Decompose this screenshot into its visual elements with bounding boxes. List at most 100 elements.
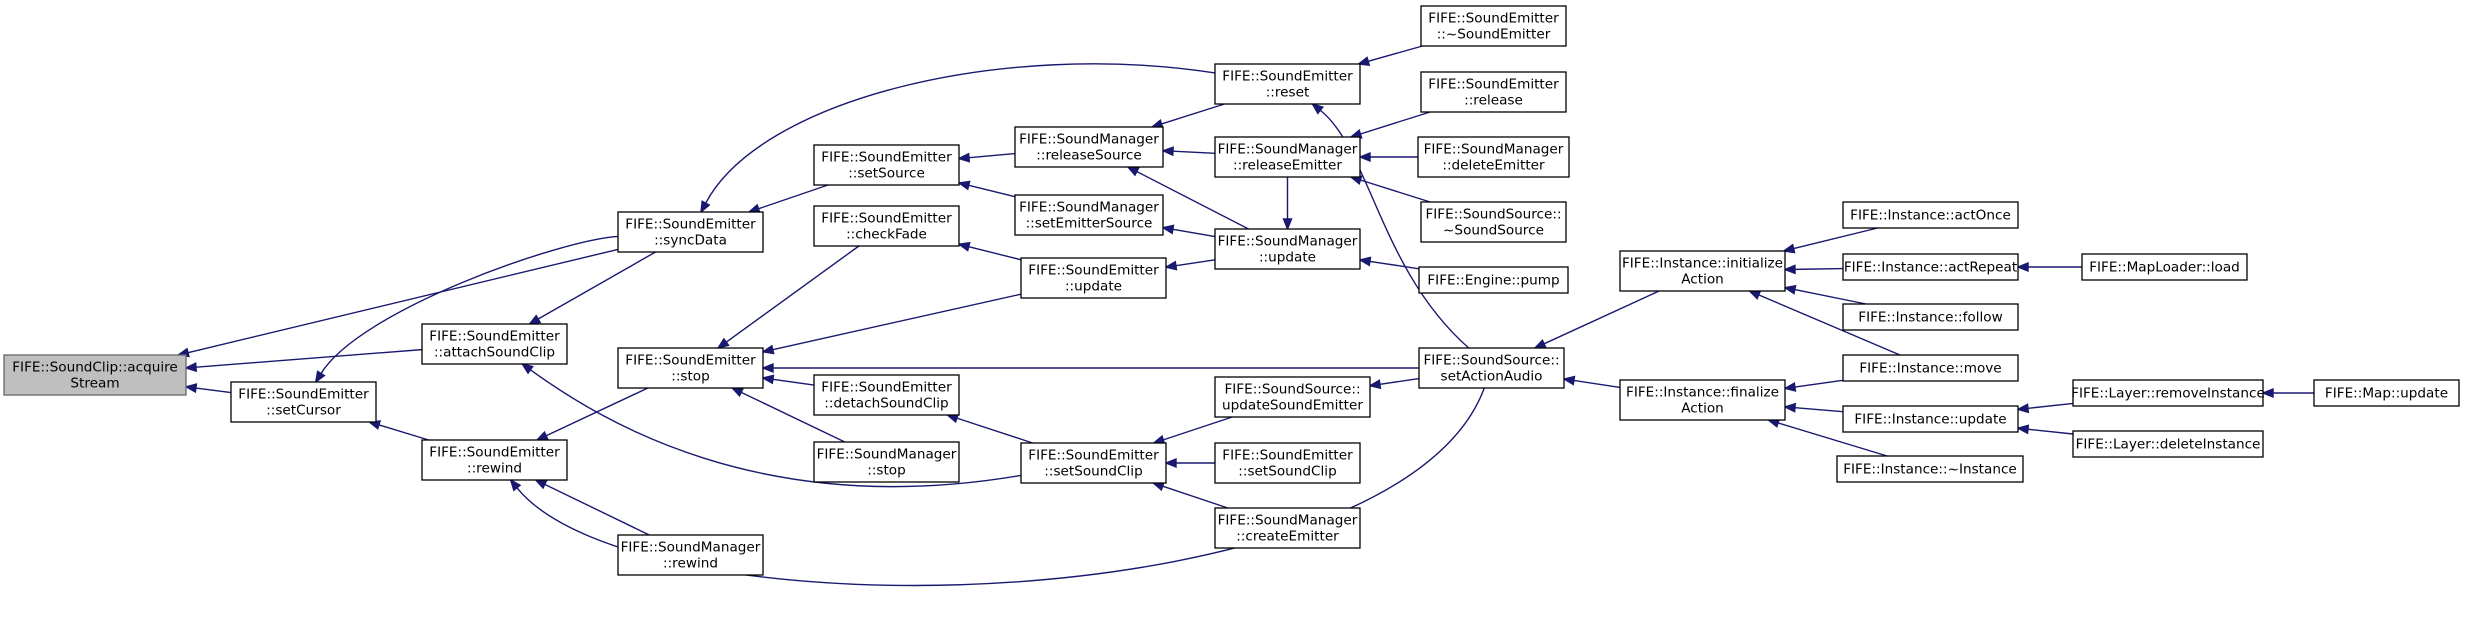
graph-node-ss_updateSoundEmitter[interactable]: FIFE::SoundSource::updateSoundEmitter <box>1214 376 1371 418</box>
call-edge-arrowhead <box>957 180 971 191</box>
graph-node-se_setSource[interactable]: FIFE::SoundEmitter::setSource <box>813 144 960 186</box>
call-graph-edges <box>176 45 2314 587</box>
graph-node-sm_releaseSource[interactable]: FIFE::SoundManager::releaseSource <box>1014 126 1164 168</box>
graph-node-inst_actOnce[interactable]: FIFE::Instance::actOnce <box>1842 201 2019 229</box>
graph-node-box <box>421 439 568 481</box>
graph-node-label: ::releaseEmitter <box>1233 158 1342 174</box>
call-edge-sm_deleteEmitter-to-sm_releaseEmitter <box>1358 151 1418 163</box>
call-edge-arrowhead <box>314 370 326 384</box>
call-edge-arrowhead <box>957 241 971 252</box>
graph-node-box <box>1420 201 1567 243</box>
call-edge-line <box>516 387 1485 587</box>
call-edge-line <box>1319 109 1470 349</box>
graph-node-sm_stop[interactable]: FIFE::SoundManager::stop <box>813 441 960 483</box>
call-edge-line <box>1794 379 1844 388</box>
graph-node-engine_pump[interactable]: FIFE::Engine::pump <box>1418 266 1569 294</box>
call-edge-attachSoundClip-to-acquire <box>184 348 423 373</box>
graph-node-syncData[interactable]: FIFE::SoundEmitter::syncData <box>617 211 764 253</box>
graph-node-se_destructor[interactable]: FIFE::SoundEmitter::~SoundEmitter <box>1420 5 1567 47</box>
graph-node-label: ~SoundSource <box>1443 223 1544 239</box>
graph-node-label: updateSoundEmitter <box>1222 398 1363 414</box>
graph-node-inst_destructor[interactable]: FIFE::Instance::~Instance <box>1836 455 2024 483</box>
graph-node-ss_destructor[interactable]: FIFE::SoundSource::~SoundSource <box>1420 201 1567 243</box>
call-edge-arrowhead <box>1356 56 1371 66</box>
graph-node-inst_follow[interactable]: FIFE::Instance::follow <box>1842 303 2019 331</box>
graph-node-se_setSoundClip2[interactable]: FIFE::SoundEmitter::setSoundClip <box>1214 442 1361 484</box>
call-edge-line <box>968 152 1016 159</box>
call-edge-inst_actRepeat-to-inst_initializeAction <box>1783 264 1844 275</box>
graph-node-se_stop[interactable]: FIFE::SoundEmitter::stop <box>617 347 764 389</box>
graph-node-attachSoundClip[interactable]: FIFE::SoundEmitter::attachSoundClip <box>421 323 568 365</box>
graph-node-se_checkFade[interactable]: FIFE::SoundEmitter::checkFade <box>813 205 960 247</box>
graph-node-box <box>1418 266 1569 294</box>
call-edge-line <box>772 293 1022 351</box>
graph-node-setActionAudio[interactable]: FIFE::SoundSource::setActionAudio <box>1418 347 1565 389</box>
call-edge-se_setSoundClip-to-attachSoundClip <box>520 362 1022 488</box>
call-edge-inst_move-to-inst_finalizeAction <box>1783 379 1844 392</box>
call-edge-inst_follow-to-inst_initializeAction <box>1783 284 1867 305</box>
graph-node-label: FIFE::SoundEmitter <box>1428 77 1559 93</box>
call-edge-line <box>705 63 1216 204</box>
graph-node-box <box>1214 228 1361 270</box>
graph-node-label: FIFE::SoundEmitter <box>1222 69 1353 85</box>
graph-node-layer_deleteInstance[interactable]: FIFE::Layer::deleteInstance <box>2072 430 2264 458</box>
graph-node-label: ::checkFade <box>846 227 927 243</box>
call-edge-arrowhead <box>1783 381 1797 392</box>
call-edge-line <box>1369 260 1420 270</box>
graph-node-box <box>2072 430 2264 458</box>
call-edge-arrowhead <box>520 362 534 375</box>
graph-node-sm_rewind[interactable]: FIFE::SoundManager::rewind <box>617 534 764 576</box>
call-edge-line <box>1777 422 1888 457</box>
call-edge-syncData-to-setCursor <box>314 235 619 384</box>
graph-node-label: FIFE::Instance::actOnce <box>1850 208 2011 224</box>
graph-node-maploader_load[interactable]: FIFE::MapLoader::load <box>2081 253 2248 281</box>
graph-node-sm_update[interactable]: FIFE::SoundManager::update <box>1214 228 1361 270</box>
graph-node-box <box>617 534 764 576</box>
graph-node-box <box>813 374 960 416</box>
graph-node-se_update[interactable]: FIFE::SoundEmitter::update <box>1020 257 1167 299</box>
graph-node-box <box>1420 5 1567 47</box>
graph-node-box <box>1214 442 1361 484</box>
graph-node-label: ::setCursor <box>266 403 341 419</box>
call-edge-arrowhead <box>1161 146 1174 157</box>
graph-node-sm_releaseEmitter[interactable]: FIFE::SoundManager::releaseEmitter <box>1214 136 1361 178</box>
graph-node-label: ::rewind <box>467 461 522 477</box>
graph-node-inst_update[interactable]: FIFE::Instance::update <box>1842 405 2019 433</box>
call-edge-line <box>545 387 649 437</box>
graph-node-se_release[interactable]: FIFE::SoundEmitter::release <box>1420 71 1567 113</box>
graph-node-rewind[interactable]: FIFE::SoundEmitter::rewind <box>421 439 568 481</box>
graph-node-label: ::setEmitterSource <box>1026 216 1153 232</box>
graph-node-map_update[interactable]: FIFE::Map::update <box>2313 379 2460 407</box>
graph-node-setCursor[interactable]: FIFE::SoundEmitter::setCursor <box>230 381 377 423</box>
graph-node-se_setSoundClip[interactable]: FIFE::SoundEmitter::setSoundClip <box>1020 442 1167 484</box>
graph-node-label: FIFE::SoundEmitter <box>1028 263 1159 279</box>
graph-node-sm_setEmitterSource[interactable]: FIFE::SoundManager::setEmitterSource <box>1014 194 1164 236</box>
call-edge-sm_update-to-se_update <box>1164 259 1216 271</box>
graph-node-label: ::createEmitter <box>1236 529 1339 545</box>
graph-node-label: FIFE::Engine::pump <box>1427 273 1559 289</box>
graph-node-label: ::update <box>1065 279 1122 295</box>
call-edge-line <box>1794 407 1844 413</box>
call-edge-se_detachSoundClip-to-se_stop <box>761 374 815 386</box>
graph-node-layer_removeInstance[interactable]: FIFE::Layer::removeInstance <box>2071 379 2265 407</box>
call-edge-arrowhead <box>1747 290 1762 300</box>
graph-node-sm_createEmitter[interactable]: FIFE::SoundManager::createEmitter <box>1214 507 1361 549</box>
graph-node-se_reset[interactable]: FIFE::SoundEmitter::reset <box>1214 63 1361 105</box>
graph-node-box <box>1619 250 1786 292</box>
graph-node-label: FIFE::Instance::initialize <box>1622 256 1783 272</box>
call-edge-inst_finalizeAction-to-setActionAudio <box>1562 375 1621 389</box>
call-edge-line <box>1172 150 1216 155</box>
graph-node-inst_actRepeat[interactable]: FIFE::Instance::actRepeat <box>1842 253 2019 281</box>
graph-node-se_detachSoundClip[interactable]: FIFE::SoundEmitter::detachSoundClip <box>813 374 960 416</box>
call-edge-line <box>1161 103 1225 125</box>
graph-node-label: ::~SoundEmitter <box>1437 27 1551 43</box>
graph-node-sm_deleteEmitter[interactable]: FIFE::SoundManager::deleteEmitter <box>1417 136 1570 178</box>
graph-node-inst_move[interactable]: FIFE::Instance::move <box>1842 354 2019 382</box>
call-edge-line <box>1360 111 1431 135</box>
graph-node-label: Action <box>1681 401 1724 417</box>
graph-node-label: FIFE::Instance::~Instance <box>1843 462 2017 478</box>
